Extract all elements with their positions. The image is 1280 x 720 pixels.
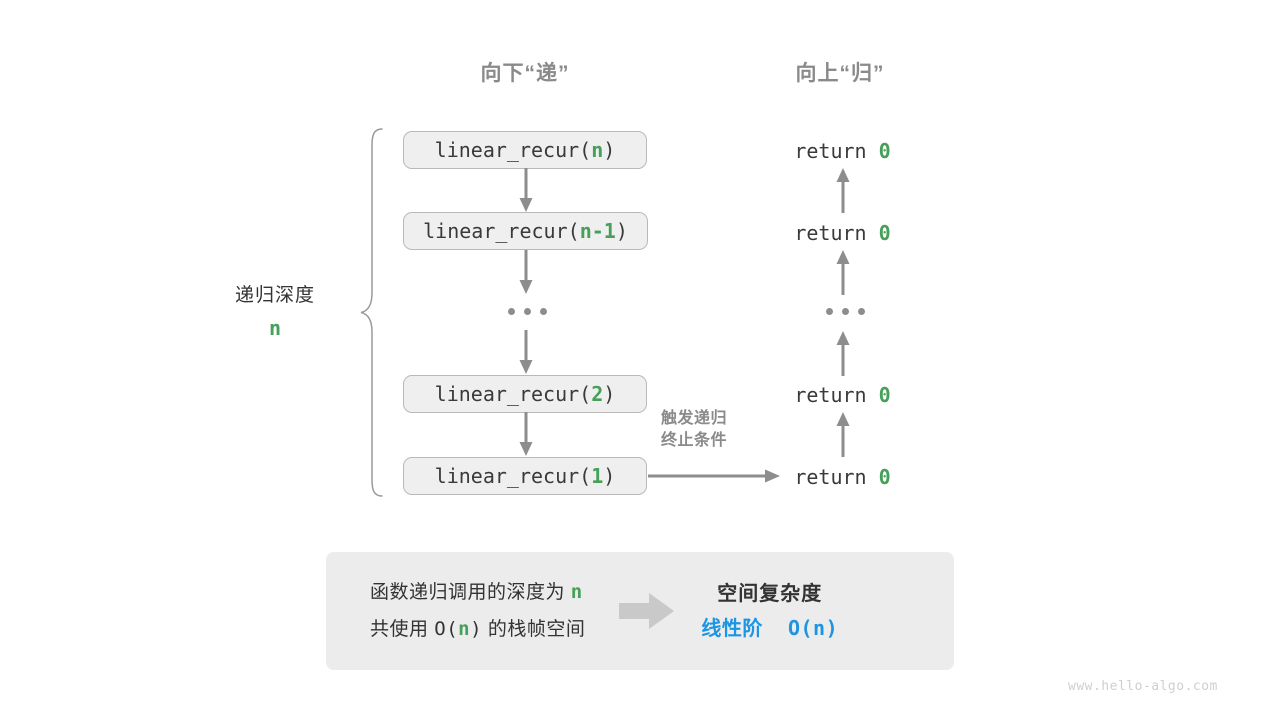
call-box-2[interactable]: linear_recur(2) [403,375,647,413]
space-complexity-order: 线性阶 [701,617,763,640]
summary-line-1-n: n [570,581,583,603]
call-box-1-close: ) [603,464,616,488]
space-complexity-title: 空间复杂度 [717,582,823,605]
summary-line-2-open: O( [434,618,459,640]
return-label-2-value: 0 [878,383,891,407]
call-box-2-name: linear_recur( [434,382,592,406]
summary-line-1: 函数递归调用的深度为 n [370,574,585,611]
column-header-descend: 向下“递” [480,62,570,85]
return-label-1: return 0 [740,465,945,489]
call-box-1-arg: 1 [591,464,604,488]
summary-line-2-suffix: 的栈帧空间 [482,619,586,640]
call-box-n-close: ) [603,138,616,162]
return-label-n-minus-1: return 0 [740,221,945,245]
call-box-n-minus-1-close: ) [615,219,628,243]
ascend-arrow-3-icon [832,328,854,376]
call-box-n-name: linear_recur( [434,138,592,162]
return-label-1-text: return [794,465,879,489]
return-label-1-value: 0 [878,465,891,489]
descend-arrow-2-icon [515,250,537,296]
base-case-note-line1: 触发递归 [661,410,728,427]
return-label-n-minus-1-text: return [794,221,879,245]
return-label-n-text: return [794,139,879,163]
call-box-2-close: ) [603,382,616,406]
space-complexity-notation: O(n) [787,615,839,640]
return-label-2-text: return [794,383,879,407]
descend-arrow-1-icon [515,168,537,214]
recursion-depth-text: 递归深度 [234,285,315,306]
descend-arrow-4-icon [515,412,537,458]
recursion-depth-value: n [268,316,282,340]
call-stack-ellipsis-icon [508,308,547,315]
base-case-note: 触发递归 终止条件 [661,408,727,452]
depth-brace-icon [358,125,384,500]
ascend-arrow-1-icon [832,165,854,213]
call-box-n-minus-1-name: linear_recur( [423,219,580,243]
summary-line-2: 共使用 O(n) 的栈帧空间 [370,611,585,648]
base-case-arrow-icon [648,466,786,486]
return-ellipsis-icon [826,308,865,315]
ascend-arrow-2-icon [832,247,854,295]
summary-line-2-prefix: 共使用 [370,619,435,640]
base-case-note-line2: 终止条件 [661,432,728,449]
call-box-n-minus-1-arg: n-1 [579,219,616,243]
descend-arrow-3-icon [515,330,537,376]
call-box-n[interactable]: linear_recur(n) [403,131,647,169]
summary-panel: 函数递归调用的深度为 n 共使用 O(n) 的栈帧空间 空间复杂度 线性阶 O(… [326,552,954,670]
column-header-ascend: 向上“归” [795,62,885,85]
summary-right-text: 空间复杂度 线性阶 O(n) [701,577,838,646]
call-box-n-arg: n [591,138,604,162]
ascend-arrow-4-icon [832,409,854,457]
call-box-n-minus-1[interactable]: linear_recur(n-1) [403,212,648,250]
return-label-2: return 0 [740,383,945,407]
call-box-1-name: linear_recur( [434,464,592,488]
summary-left-text: 函数递归调用的深度为 n 共使用 O(n) 的栈帧空间 [326,574,585,648]
return-label-n-value: 0 [878,139,891,163]
space-complexity-value: 线性阶 O(n) [701,611,838,646]
recursion-depth-label: 递归深度 n [190,280,360,340]
return-label-n: return 0 [740,139,945,163]
summary-line-2-close: ) [470,618,483,640]
summary-line-2-n: n [458,618,471,640]
summary-line-1-text: 函数递归调用的深度为 [370,582,571,603]
return-label-n-minus-1-value: 0 [878,221,891,245]
right-arrow-icon [619,592,675,630]
call-box-2-arg: 2 [591,382,604,406]
call-box-1[interactable]: linear_recur(1) [403,457,647,495]
watermark: www.hello-algo.com [1068,679,1218,694]
